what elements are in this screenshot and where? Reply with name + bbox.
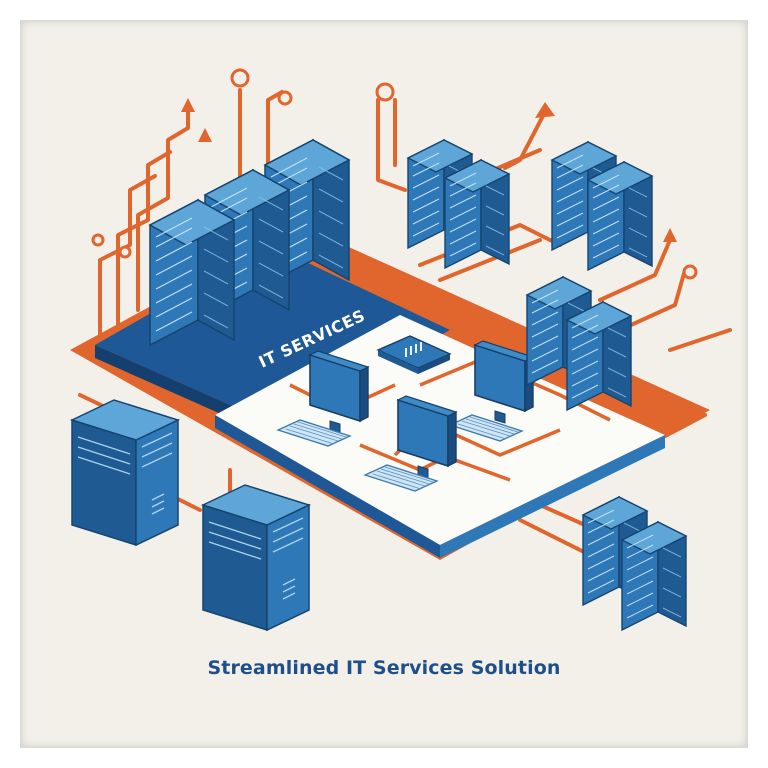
connection-node-icon xyxy=(91,233,105,247)
server-rack-icon xyxy=(621,521,687,631)
server-rack-icon xyxy=(566,301,632,411)
server-tower-icon xyxy=(71,399,179,546)
router-icon xyxy=(405,342,422,357)
connection-node-icon xyxy=(277,90,293,106)
server-cluster-bottom-right xyxy=(582,496,687,631)
arrow-up-icon xyxy=(535,102,555,118)
connection-nodes xyxy=(91,68,698,280)
arrows xyxy=(181,98,677,242)
diagram-caption: Streamlined IT Services Solution xyxy=(207,657,561,679)
connection-node-icon xyxy=(375,82,395,102)
server-rack-icon xyxy=(587,161,653,271)
router xyxy=(376,335,452,374)
arrow-up-icon xyxy=(181,98,195,112)
connection-node-icon xyxy=(118,245,132,259)
server-cluster-top xyxy=(407,139,510,269)
server-tower-icon xyxy=(202,484,310,631)
arrow-up-icon xyxy=(663,228,677,242)
connection-node-icon xyxy=(230,68,250,88)
server-rack-icon xyxy=(149,199,235,346)
server-cluster-top-right xyxy=(551,141,653,271)
connection-node-icon xyxy=(682,264,698,280)
server-rack-icon xyxy=(444,159,510,269)
arrow-up-icon xyxy=(198,128,212,142)
